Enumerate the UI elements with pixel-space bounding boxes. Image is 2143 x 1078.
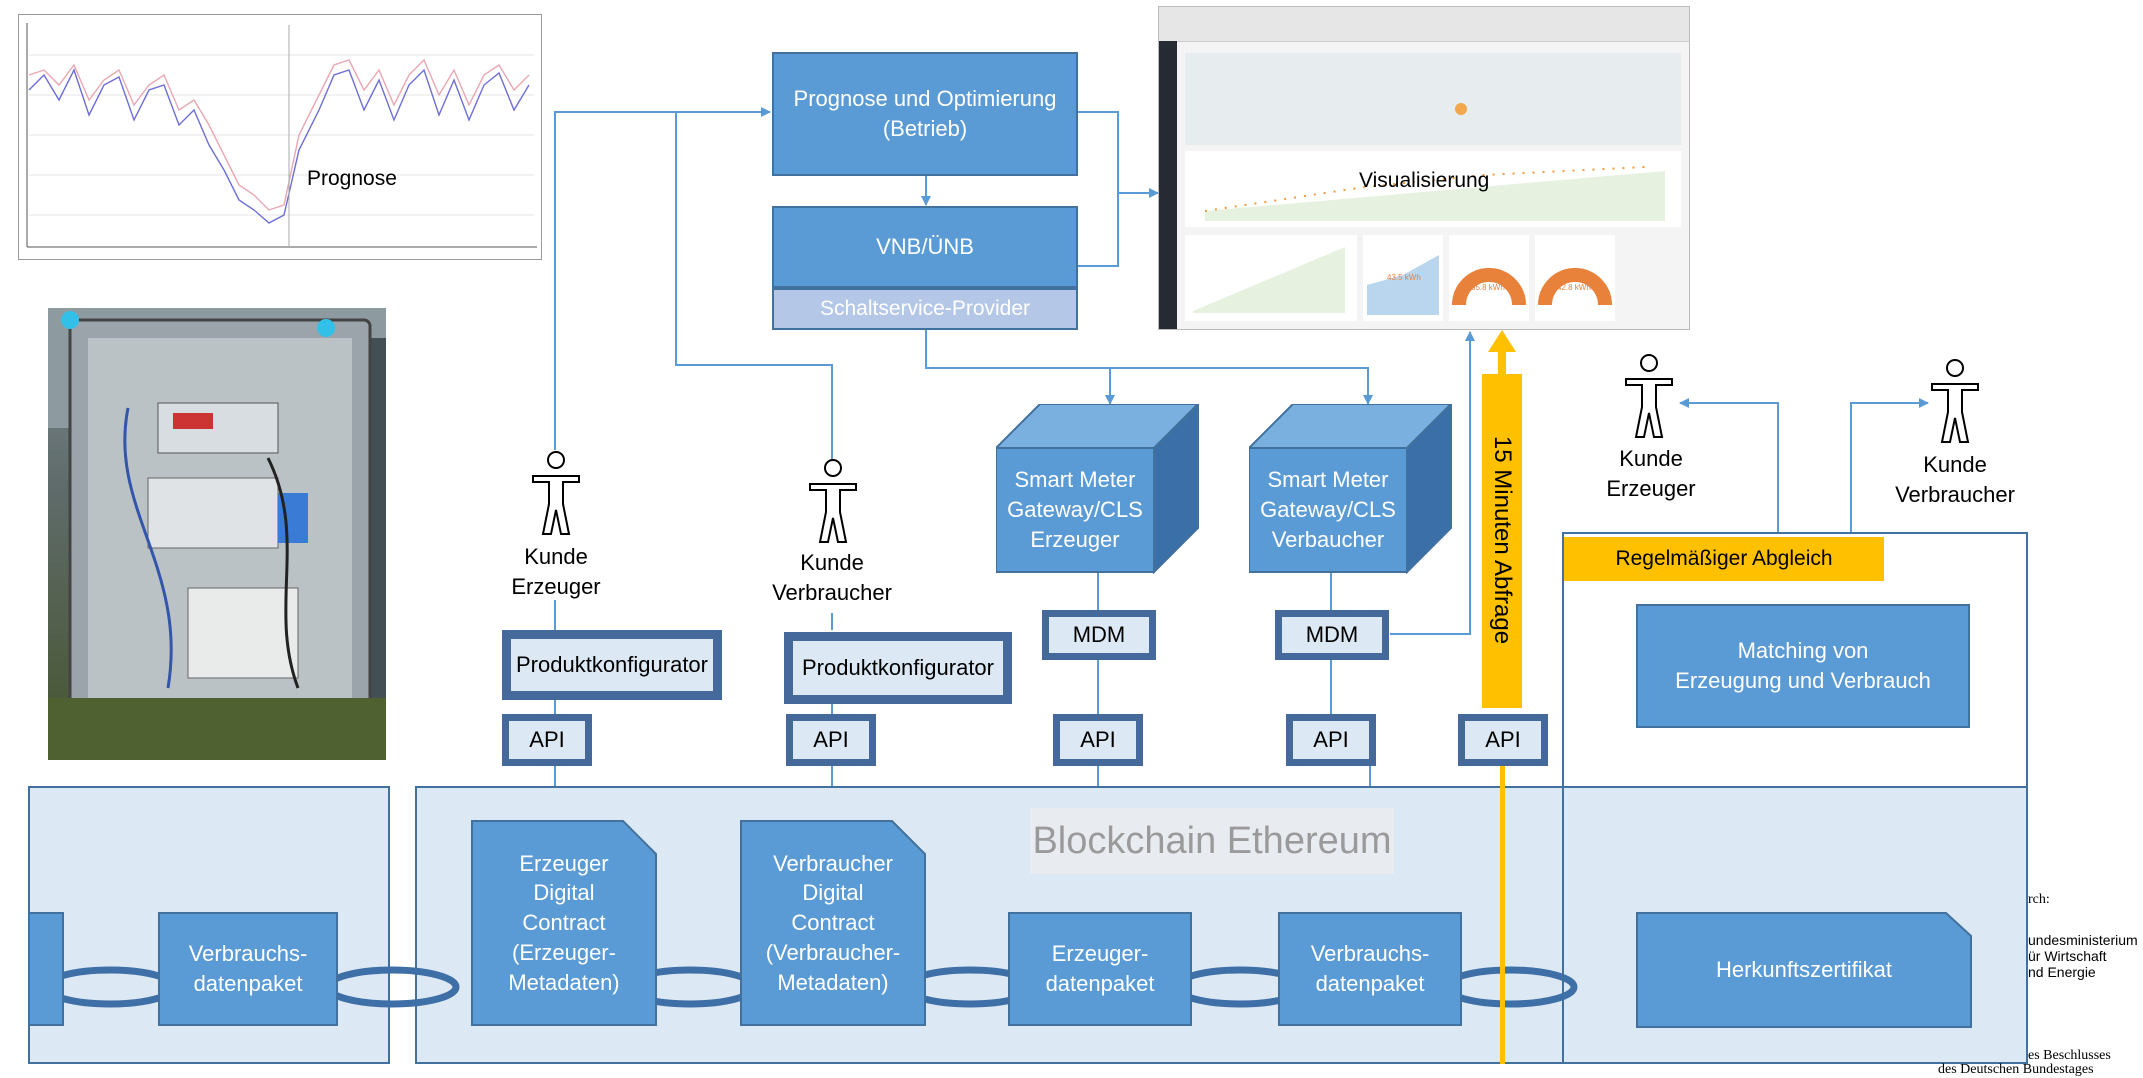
abfrage-bar (1482, 374, 1522, 708)
person-erzeuger-icon (532, 451, 580, 535)
api-erzeuger[interactable]: API (502, 714, 592, 766)
dashboard-line-plot (1204, 166, 1665, 221)
api-mdm-verbraucher[interactable]: API (1286, 714, 1376, 766)
api-mdm-verbraucher-label: API (1293, 721, 1369, 759)
prognose-chart: Prognose (18, 14, 542, 260)
kpi-panel-3: 42.8 kWh (1535, 235, 1615, 321)
produktkonfigurator-erzeuger[interactable]: Produktkonfigurator (502, 630, 722, 700)
kpi-3-gauge (1538, 268, 1612, 306)
abfrage-arrow-head (1488, 330, 1516, 376)
person-erzeuger-label: Kunde Erzeuger (511, 544, 601, 599)
regelmaessiger-abgleich-banner: Regelmäßiger Abgleich (1564, 537, 1884, 581)
sponsor-line-4: nd Energie (2028, 964, 2096, 980)
verbrauchsdatenpaket: Verbrauchs- datenpaket (1278, 912, 1462, 1026)
person-erzeuger-right-label: Kunde Erzeuger (1606, 446, 1696, 501)
abfrage-bar-stem (1500, 766, 1505, 1064)
api-verbraucher-label: API (793, 721, 869, 759)
dashboard-sidebar (1159, 41, 1177, 329)
api-verbraucher[interactable]: API (786, 714, 876, 766)
person-erzeuger-right-icon (1625, 354, 1673, 438)
verbraucher-contract-shape (740, 820, 926, 1026)
sponsor-line-2: undesministerium (2028, 932, 2138, 948)
map-marker (1455, 103, 1467, 115)
mdm-erzeuger: MDM (1042, 610, 1156, 660)
abfrage-label: 15 Minuten Abfrage (1489, 435, 1516, 645)
prognose-label: Prognose (307, 167, 397, 190)
erzeugerdatenpaket: Erzeuger- datenpaket (1008, 912, 1192, 1026)
browser-bar (1159, 7, 1689, 42)
smart-meter-verbraucher: Smart Meter Gateway/CLS Verbaucher (1260, 467, 1396, 552)
api-mdm-erzeuger[interactable]: API (1053, 714, 1143, 766)
kpi-2-gauge (1452, 268, 1526, 306)
sponsor-line-3: ür Wirtschaft (2028, 948, 2107, 964)
chain-stub-left (28, 912, 64, 1026)
person-verbraucher-right-icon (1931, 359, 1979, 443)
person-verbraucher-icon (809, 459, 857, 543)
produktkonfigurator-verbraucher[interactable]: Produktkonfigurator (784, 632, 1012, 704)
produktkonfigurator-verbraucher-label: Produktkonfigurator (793, 641, 1003, 695)
produktkonfigurator-erzeuger-label: Produktkonfigurator (511, 639, 713, 691)
dashboard-line-chart (1185, 151, 1681, 227)
herkunftszertifikat-shape (1636, 912, 1972, 1028)
erzeuger-contract-shape (471, 820, 657, 1026)
smart-meter-erzeuger: Smart Meter Gateway/CLS Erzeuger (1007, 467, 1143, 552)
visualisierung-label: Visualisierung (1359, 169, 1490, 192)
prognose-optimierung-box: Prognose und Optimierung (Betrieb) (772, 52, 1078, 176)
mdm-erzeuger-label: MDM (1049, 617, 1149, 653)
api-erzeuger-label: API (509, 721, 585, 759)
kpi-2-value: 55.8 kWh (1471, 283, 1505, 292)
verbraucher-digital-contract: Verbraucher Digital Contract (Verbrauche… (765, 850, 901, 995)
dashboard-area-chart (1185, 235, 1357, 321)
api-visualisierung-label: API (1465, 721, 1541, 759)
kpi-panel-1: 43.5 kWh (1363, 235, 1443, 321)
verbrauchsdatenpaket-left: Verbrauchs- datenpaket (158, 912, 338, 1026)
person-verbraucher-right-label: Kunde Verbraucher (1895, 452, 2015, 507)
kpi-panel-2: 55.8 kWh (1449, 235, 1529, 321)
api-visualisierung[interactable]: API (1458, 714, 1548, 766)
mdm-verbraucher-label: MDM (1282, 617, 1382, 653)
dashboard-map (1185, 53, 1681, 145)
schaltservice-provider-box: Schaltservice-Provider (772, 288, 1078, 330)
sponsor-line-6: des Deutschen Bundestages (1938, 1062, 2094, 1077)
kpi-1-plot (1367, 255, 1439, 315)
smart-meter-verbraucher-shape (1249, 404, 1453, 574)
kpi-3-value: 42.8 kWh (1557, 283, 1591, 292)
sponsor-line-5: es Beschlusses (2028, 1048, 2111, 1063)
matching-box: Matching von Erzeugung und Verbrauch (1636, 604, 1970, 728)
blockchain-title: Blockchain Ethereum (1030, 808, 1394, 874)
person-verbraucher-label: Kunde Verbraucher (772, 550, 892, 605)
smart-meter-erzeuger-shape (996, 404, 1200, 574)
kpi-1-value: 43.5 kWh (1387, 273, 1421, 282)
prognose-chart-plot (26, 23, 537, 248)
herkunftszertifikat: Herkunftszertifikat (1715, 957, 1893, 983)
installation-photo (48, 308, 386, 760)
dashboard-area-plot (1193, 247, 1345, 313)
erzeuger-digital-contract: Erzeuger Digital Contract (Erzeuger- Met… (508, 850, 620, 995)
mdm-verbraucher: MDM (1275, 610, 1389, 660)
visualisierung-dashboard: Visualisierung 43.5 kWh 55.8 kWh 42.8 kW… (1158, 6, 1690, 330)
installation-photo-graphic (48, 308, 386, 760)
sponsor-line-1: rch: (2028, 892, 2050, 907)
vnb-uenb-box: VNB/ÜNB (772, 206, 1078, 288)
api-mdm-erzeuger-label: API (1060, 721, 1136, 759)
